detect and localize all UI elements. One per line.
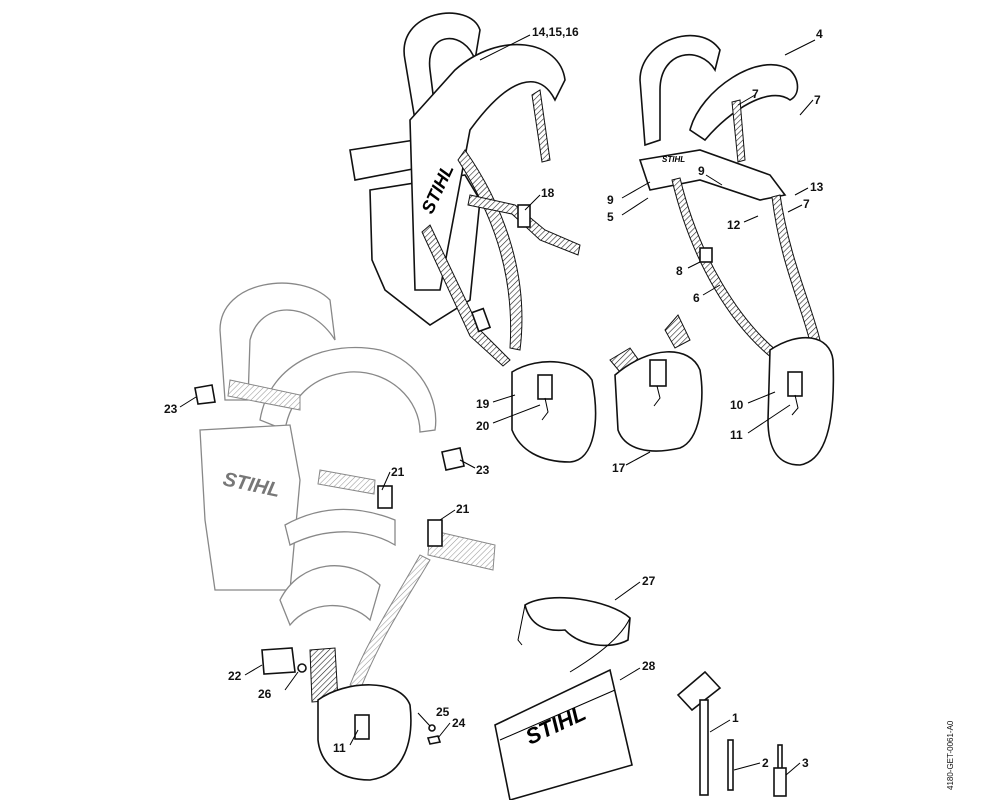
callout-label: 3	[802, 756, 809, 770]
shoulder-harness: STIHL	[638, 34, 835, 466]
callout-label: 24	[452, 716, 466, 730]
callout-label: 10	[730, 398, 744, 412]
callout-label: 23	[476, 463, 490, 477]
callout-label: 25	[436, 705, 450, 719]
callout-label: 2	[762, 756, 769, 770]
callout-label: 1	[732, 711, 739, 725]
callout-label: 26	[258, 687, 272, 701]
callout-label: 7	[803, 197, 810, 211]
callout-label: 23	[164, 402, 178, 416]
callout-label: 9	[698, 164, 705, 178]
callout-label: 9	[607, 193, 614, 207]
callout-label: 11	[730, 428, 743, 442]
document-id: 4180-GET-0061-A0	[946, 720, 955, 790]
callout-label: 18	[541, 186, 555, 200]
comfort-harness: STIHL	[194, 282, 496, 781]
callout-label: 5	[607, 210, 614, 224]
callout-label: 13	[810, 180, 824, 194]
callout-label: 4	[816, 27, 823, 41]
safety-glasses-icon	[517, 596, 631, 673]
callout-label: 28	[642, 659, 656, 673]
callout-label: 27	[642, 574, 656, 588]
callout-label: 21	[456, 502, 470, 516]
callout-label: 20	[476, 419, 490, 433]
callout-label: 21	[391, 465, 405, 479]
combination-wrench-icon	[676, 670, 722, 796]
tool-pouch: STIHL	[494, 668, 633, 800]
locking-pin-icon	[727, 739, 734, 791]
callout-labels: 14,15,16 4 7 7 9 9 5 18 13 7 12 8 6 19 2…	[164, 25, 824, 770]
callout-label: 6	[693, 291, 700, 305]
callout-label: 17	[612, 461, 626, 475]
screwdriver-icon	[773, 744, 787, 797]
callout-label: 12	[727, 218, 741, 232]
callout-label: 7	[752, 87, 759, 101]
hip-pad-17	[609, 314, 703, 452]
brand-text-harness-2: STIHL	[662, 155, 685, 164]
leader-lines	[179, 34, 816, 776]
callout-label: 8	[676, 264, 683, 278]
callout-label: 7	[814, 93, 821, 107]
hip-pad-19	[511, 360, 597, 463]
callout-label: 11	[333, 741, 346, 755]
full-harness: STIHL	[349, 12, 581, 367]
callout-label: 22	[228, 669, 242, 683]
callout-label: 19	[476, 397, 490, 411]
callout-label: 14,15,16	[532, 25, 579, 39]
